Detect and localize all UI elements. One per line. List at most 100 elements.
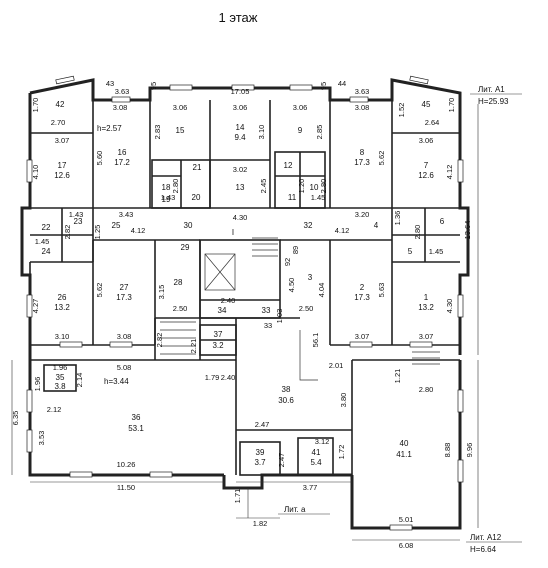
room-number: 16	[118, 148, 127, 157]
dimension-label: 5.08	[117, 363, 132, 372]
room-area: 3.2	[212, 341, 224, 350]
dimension-label: 2.45	[259, 179, 268, 194]
room-number: 20	[192, 193, 201, 202]
dimension-label: 1.43	[69, 210, 84, 219]
dimension-label: 2.01	[329, 361, 344, 370]
dimension-label: 9.96	[465, 443, 474, 458]
dimension-label: 89	[291, 246, 300, 254]
dimension-label: 3.08	[117, 332, 132, 341]
room-number: 5	[408, 247, 413, 256]
dimension-label: 2.70	[51, 118, 66, 127]
room-number: 32	[304, 221, 313, 230]
room-area: 30.6	[278, 396, 294, 405]
room-number: 10	[310, 183, 319, 192]
room-number: 17	[58, 161, 67, 170]
dimension-label: 6.35	[11, 411, 20, 426]
room-number: 18	[162, 183, 171, 192]
dimension-label: 1.25	[93, 225, 102, 240]
room-area: 53.1	[128, 424, 144, 433]
dimension-label: 92	[283, 258, 292, 266]
dimension-label: 2.14	[75, 373, 84, 388]
room-number: 14	[236, 123, 245, 132]
dimension-label: 2.40	[221, 296, 236, 305]
dimension-label: 2.50	[173, 304, 188, 313]
lit-a1-label: Лит. А1	[478, 85, 505, 94]
room-number: 37	[214, 330, 223, 339]
room-number: 12	[284, 161, 293, 170]
dimension-label: 3.07	[419, 332, 434, 341]
dimension-label: 2.47	[277, 453, 286, 468]
room-number: 30	[184, 221, 193, 230]
dimension-label: 3.07	[355, 332, 370, 341]
dimension-label: 44	[338, 79, 346, 88]
dimension-label: 2.64	[425, 118, 440, 127]
room-area: 17.3	[354, 293, 370, 302]
dimension-label: 4.50	[287, 278, 296, 293]
floor-title: 1 этаж	[219, 10, 258, 25]
height-room-36: h=3.44	[104, 377, 129, 386]
room-area: 17.3	[116, 293, 132, 302]
room-number: 42	[56, 100, 65, 109]
dimension-label: 1.70	[447, 98, 456, 113]
room-number: 40	[400, 439, 409, 448]
room-number: 36	[132, 413, 141, 422]
dimension-label: 1.45	[35, 237, 50, 246]
room-area: 17.2	[114, 158, 130, 167]
dimension-label: 5.01	[399, 515, 414, 524]
dimension-label: 56.1	[311, 333, 320, 348]
room-number: 38	[282, 385, 291, 394]
dimension-label: 3.06	[173, 103, 188, 112]
room-number: 9	[298, 126, 303, 135]
room-number: 27	[120, 283, 129, 292]
dimension-label: 4.27	[31, 299, 40, 314]
dimension-labels: 43 3.63 95 17.05 95 44 3.63 1.52 1.70 3.…	[11, 79, 474, 550]
room-number: 21	[193, 163, 202, 172]
dimension-label: 1.96	[33, 377, 42, 392]
dimension-label: 4.30	[233, 213, 248, 222]
room-number: 4	[374, 221, 379, 230]
room-number: 7	[424, 161, 429, 170]
dimension-label: 5.60	[95, 151, 104, 166]
room-number: 8	[360, 148, 365, 157]
dimension-label: 1.21	[393, 369, 402, 384]
dimension-label: 1.79	[205, 373, 220, 382]
lit-a-label: Лит. а	[284, 505, 306, 514]
room-number: 19	[162, 195, 171, 204]
room-number: 45	[422, 100, 431, 109]
dimension-label: 4.30	[445, 299, 454, 314]
room-number: 3	[308, 273, 313, 282]
dimension-label: 1.82	[253, 519, 268, 528]
room-number: 6	[440, 217, 445, 226]
dimension-label: 5.62	[377, 151, 386, 166]
dimension-label: 4.12	[445, 165, 454, 180]
dimension-label: 11.50	[117, 483, 135, 492]
room-area: 9.4	[234, 133, 246, 142]
dimension-label: 1.71	[233, 489, 242, 504]
dimension-label: 5.62	[95, 283, 104, 298]
dimension-label: 2.82	[155, 333, 164, 348]
room-number: 15	[176, 126, 185, 135]
dimension-label: 1.70	[31, 98, 40, 113]
dimension-label: 1.43	[161, 193, 176, 202]
dimension-label: 3.10	[257, 125, 266, 140]
h-a1-label: H=25.93	[478, 97, 509, 106]
dimension-label: 3.06	[233, 103, 248, 112]
h-a12-label: H=6.64	[470, 545, 497, 554]
room-labels: 42 45 15 14 9.4 9 17 12.6 16 17.2 8 17.3…	[42, 100, 445, 467]
room-area: 13.2	[54, 303, 70, 312]
dimension-label: 3.07	[55, 136, 70, 145]
dimension-label: 1.45	[311, 193, 326, 202]
dimension-label: 3.10	[55, 332, 70, 341]
room-area: 3.7	[254, 458, 266, 467]
dimension-label: 3.20	[355, 210, 370, 219]
room-area: 17.3	[354, 158, 370, 167]
room-area: 13.2	[418, 303, 434, 312]
room-number: 25	[112, 221, 121, 230]
dimension-label: 3.02	[233, 165, 248, 174]
dimension-label: 2.80	[171, 179, 180, 194]
dimension-label: 2.47	[255, 420, 270, 429]
room-number: 23	[74, 217, 83, 226]
dimension-label: 3.06	[419, 136, 434, 145]
dimension-label: 2.40	[221, 373, 236, 382]
